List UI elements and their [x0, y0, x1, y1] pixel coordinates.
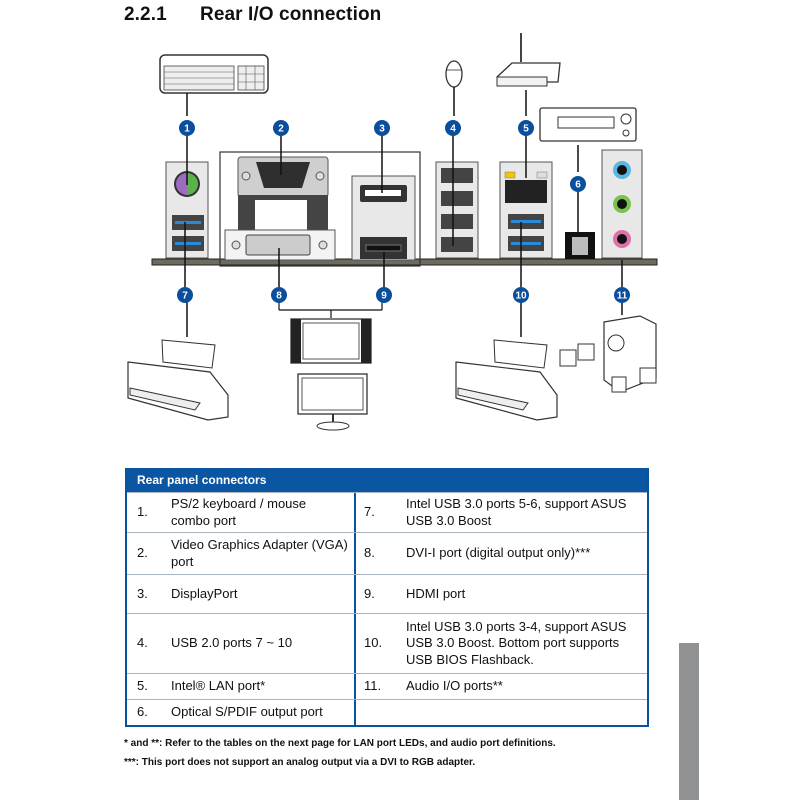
- table-cell: 10. Intel USB 3.0 ports 3-4, support ASUS…: [356, 614, 647, 673]
- item-number: 3.: [137, 585, 148, 601]
- audio-jack-block: [601, 149, 643, 287]
- table-row: 5. Intel® LAN port* 11. Audio I/O ports**: [127, 673, 647, 699]
- rear-panel-connectors-table: Rear panel connectors 1. PS/2 keyboard / …: [125, 468, 649, 727]
- callout-label: 1: [184, 124, 190, 135]
- item-text: DisplayPort: [171, 585, 238, 601]
- ps2-usb-port-block: [165, 135, 209, 287]
- footnote: * and **: Refer to the tables on the nex…: [124, 738, 556, 749]
- table-row: 3. DisplayPort 9. HDMI port: [127, 574, 647, 613]
- table-cell: 4. USB 2.0 ports 7 ~ 10: [127, 614, 356, 673]
- table-cell: 11. Audio I/O ports**: [356, 674, 647, 699]
- monitors-icon: [278, 302, 383, 431]
- table-header: Rear panel connectors: [127, 468, 647, 492]
- rear-io-diagram: 1 2 3 4 5 6 7 8 9 10 11: [127, 33, 658, 431]
- callout-label: 8: [276, 291, 282, 302]
- item-text: Intel USB 3.0 ports 3-4, support ASUS US…: [406, 618, 627, 667]
- item-number: 8.: [364, 545, 375, 561]
- displayport-hdmi-block: [351, 135, 416, 287]
- item-number: 10.: [364, 635, 383, 651]
- callout-badge-1: [179, 120, 195, 136]
- callout-badge-9: [376, 287, 392, 303]
- item-number: 11.: [364, 678, 382, 694]
- chapter-side-tab: [679, 643, 699, 800]
- table-cell: 1. PS/2 keyboard / mouse combo port: [127, 493, 356, 532]
- printer-icon: [127, 302, 229, 421]
- wireless-router-icon: [496, 33, 561, 116]
- usb2-port-stack: [435, 135, 479, 259]
- table-cell: 3. DisplayPort: [127, 575, 356, 613]
- callout-label: 11: [617, 291, 628, 302]
- table-row: 1. PS/2 keyboard / mouse combo port 7. Int…: [127, 492, 647, 532]
- keyboard-icon: [159, 54, 269, 116]
- callout-label: 9: [381, 291, 387, 302]
- table-row: 4. USB 2.0 ports 7 ~ 10 10. Intel USB 3.0 …: [127, 613, 647, 673]
- item-text: Intel USB 3.0 ports 5-6, support ASUS US…: [406, 496, 627, 528]
- callout-label: 6: [575, 180, 581, 191]
- callout-badge-10: [513, 287, 529, 303]
- callout-badge-3: [374, 120, 390, 136]
- item-text: USB 2.0 ports 7 ~ 10: [171, 635, 293, 651]
- table-cell: 6. Optical S/PDIF output port: [127, 700, 356, 725]
- callout-badge-7: [177, 287, 193, 303]
- printer-icon: [455, 302, 558, 421]
- speaker-system-icon: [559, 302, 657, 393]
- table-cell: [356, 700, 647, 725]
- item-number: 1.: [137, 504, 148, 520]
- item-number: 7.: [364, 504, 375, 520]
- callout-badge-11: [614, 287, 630, 303]
- mouse-icon: [445, 60, 463, 116]
- table-row: 6. Optical S/PDIF output port: [127, 699, 647, 725]
- optical-spdif-port: [565, 192, 595, 259]
- callout-label: 7: [182, 291, 188, 302]
- item-number: 5.: [137, 678, 148, 694]
- table-row: 2. Video Graphics Adapter (VGA) port 8. DV…: [127, 532, 647, 574]
- section-title: Rear I/O connection: [200, 4, 382, 25]
- callout-badges: 1 2 3 4 5 6 7 8 9 10 11: [177, 120, 630, 303]
- table-cell: 8. DVI-I port (digital output only)***: [356, 533, 647, 574]
- item-number: 2.: [137, 545, 148, 561]
- item-text: Optical S/PDIF output port: [171, 704, 323, 720]
- section-number: 2.2.1: [124, 4, 167, 25]
- lan-usb3-block: [499, 135, 553, 287]
- av-receiver-icon: [539, 107, 637, 172]
- item-text: DVI-I port (digital output only)***: [406, 545, 591, 561]
- item-text: Video Graphics Adapter (VGA) port: [171, 537, 348, 569]
- callout-badge-6: [570, 176, 586, 192]
- callout-label: 3: [379, 124, 385, 135]
- item-number: 4.: [137, 635, 148, 651]
- callout-label: 5: [523, 124, 529, 135]
- vga-dvi-port-block: [219, 135, 421, 287]
- table-cell: 7. Intel USB 3.0 ports 5-6, support ASUS …: [356, 493, 647, 532]
- callout-badge-5: [518, 120, 534, 136]
- footnotes: * and **: Refer to the tables on the nex…: [124, 738, 556, 776]
- item-text: PS/2 keyboard / mouse combo port: [171, 496, 307, 528]
- table-cell: 5. Intel® LAN port*: [127, 674, 356, 699]
- callout-label: 4: [450, 124, 456, 135]
- item-number: 6.: [137, 704, 148, 720]
- callout-label: 10: [515, 291, 527, 302]
- table-cell: 9. HDMI port: [356, 575, 647, 613]
- callout-badge-4: [445, 120, 461, 136]
- table-cell: 2. Video Graphics Adapter (VGA) port: [127, 533, 356, 574]
- item-text: Intel® LAN port*: [171, 678, 266, 694]
- footnote: ***: This port does not support an analo…: [124, 757, 476, 768]
- callout-badge-8: [271, 287, 287, 303]
- item-number: 9.: [364, 585, 375, 601]
- item-text: HDMI port: [406, 585, 466, 601]
- callout-badge-2: [273, 120, 289, 136]
- callout-label: 2: [278, 124, 284, 135]
- item-text: Audio I/O ports**: [406, 678, 503, 694]
